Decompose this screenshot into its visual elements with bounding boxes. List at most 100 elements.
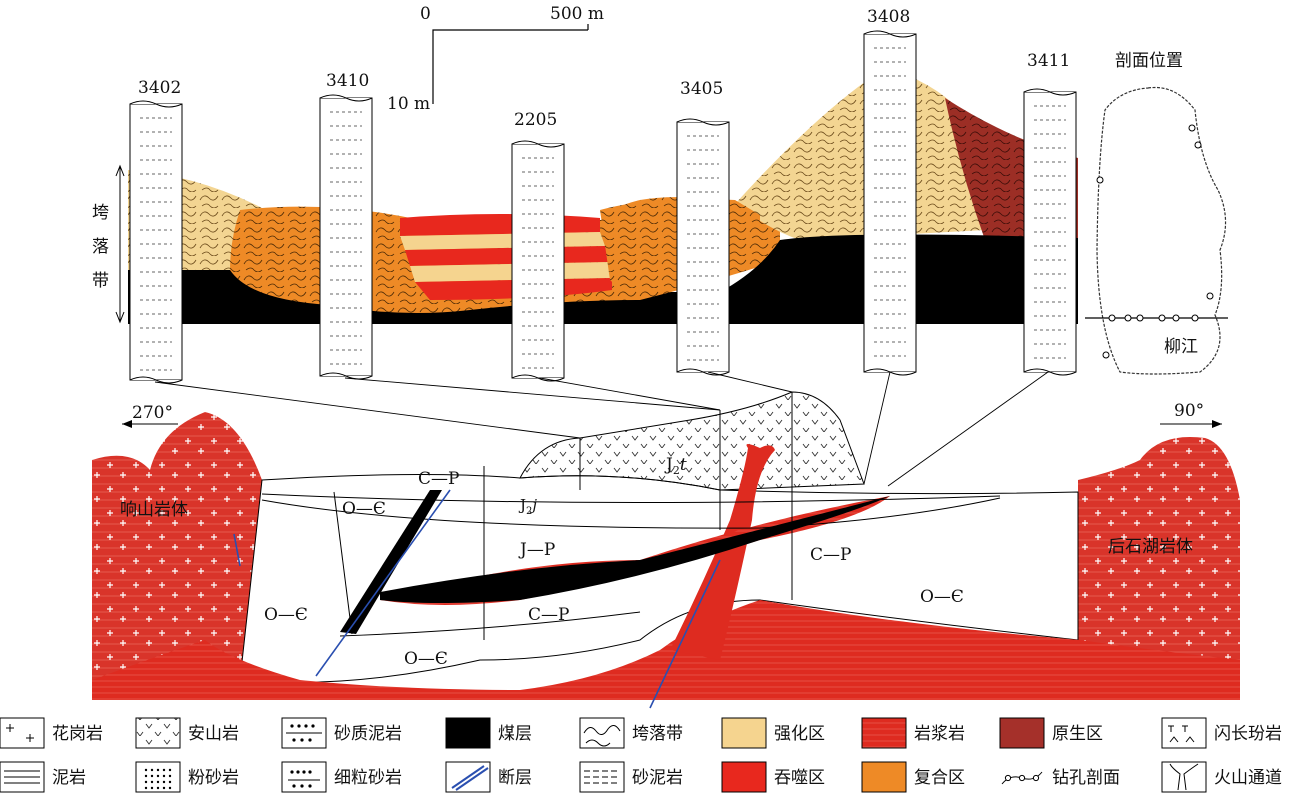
- legend-label: 复合区: [914, 768, 965, 788]
- borehole-label: 3411: [1027, 51, 1070, 71]
- legend-label: 闪长玢岩: [1214, 724, 1282, 744]
- stratum-c-p-3: C—P: [810, 545, 851, 565]
- legend-item-drill-section: 钻孔剖面: [1001, 768, 1120, 788]
- legend-swatch-mudstone: [0, 761, 45, 793]
- fault-central: [649, 559, 721, 709]
- legend-swatch-drill-section: [1001, 771, 1043, 785]
- borehole-3408: 3408: [863, 7, 917, 376]
- borehole-top-break: [863, 30, 917, 38]
- legend-label: 细粒砂岩: [334, 768, 402, 788]
- borehole-bottom-break: [1023, 368, 1077, 376]
- legend: 花岗岩安山岩砂质泥岩煤层垮落带强化区岩浆岩原生区闪长玢岩泥岩粉砂岩细粒砂岩断层砂…: [0, 717, 1282, 793]
- legend-item-composite: 复合区: [861, 761, 965, 793]
- legend-item-diorite: 闪长玢岩: [1161, 717, 1282, 749]
- connector-3411: [887, 371, 1049, 487]
- coal-seam-steep: [340, 490, 442, 634]
- legend-item-fine-sandstone: 细粒砂岩: [281, 761, 402, 793]
- legend-swatch-strengthened: [721, 717, 767, 749]
- legend-swatch-composite: [861, 761, 907, 793]
- legend-swatch-caving: [579, 717, 625, 749]
- legend-swatch-diorite: [1161, 717, 1207, 749]
- borehole-top-break: [319, 94, 373, 102]
- legend-swatch-fault: [445, 761, 491, 793]
- borehole-bottom-break: [129, 376, 183, 384]
- zone-char-1: 垮: [92, 203, 109, 223]
- borehole-bottom-break: [319, 372, 373, 380]
- upper-section-zones: [128, 68, 1078, 314]
- stratum-j2t: J2t: [664, 455, 687, 477]
- borehole-column: [319, 97, 373, 377]
- legend-label: 钻孔剖面: [1052, 768, 1120, 788]
- borehole-top-break: [511, 140, 565, 148]
- stratum-o-cambrian-3: O—Є: [404, 649, 448, 669]
- scale-horizontal: 500 m: [550, 4, 604, 24]
- zone-char-3: 带: [92, 271, 109, 291]
- faults: [233, 489, 721, 709]
- location-map-title: 剖面位置: [1115, 51, 1183, 71]
- connector-3410: [344, 377, 721, 411]
- legend-item-volcanic-channel: 火山通道: [1161, 761, 1282, 793]
- scale-zero: 0: [420, 4, 431, 24]
- borehole-label: 3405: [680, 79, 723, 99]
- borehole-top-break: [676, 118, 730, 126]
- stratum-o-cambrian-2: O—Є: [342, 499, 386, 519]
- coal-seam-lower: [380, 496, 890, 603]
- legend-label: 砂泥岩: [632, 768, 683, 788]
- scale-vertical: 10 m: [387, 94, 430, 114]
- legend-item-siltstone: 粉砂岩: [135, 761, 239, 793]
- borehole-top-break: [129, 100, 183, 108]
- legend-label: 煤层: [498, 724, 532, 744]
- caving-zone-bracket: 垮 落 带: [92, 164, 125, 324]
- magma-floor: [92, 600, 1240, 700]
- legend-swatch-volcanic-channel: [1161, 761, 1207, 793]
- location-drill-points: [1096, 124, 1214, 359]
- river-label: 柳江: [1164, 337, 1198, 357]
- legend-label: 火山通道: [1214, 768, 1282, 788]
- legend-swatch-fine-sandstone: [281, 761, 327, 793]
- connector-3402: [154, 381, 581, 439]
- location-map: 剖面位置 柳江: [1085, 51, 1228, 375]
- legend-item-magma: 岩浆岩: [861, 717, 965, 749]
- bracket-arrows: [115, 164, 125, 324]
- connector-3405: [707, 371, 793, 393]
- legend-item-strengthened: 强化区: [721, 717, 825, 749]
- borehole-3410: 3410: [319, 71, 373, 380]
- stratum-c-p-1: C—P: [418, 469, 459, 489]
- legend-item-primary: 原生区: [999, 717, 1103, 749]
- stratum-j-p: J—P: [518, 540, 555, 560]
- east-arrow-head: [1212, 420, 1222, 428]
- pluton-east-label: 后石湖岩体: [1108, 537, 1193, 557]
- legend-item-caving: 垮落带: [579, 717, 683, 749]
- legend-swatch-coal: [445, 717, 491, 749]
- stratum-o-cambrian-1: O—Є: [264, 605, 308, 625]
- legend-label: 断层: [498, 768, 532, 788]
- legend-item-sandy-mudstone: 砂质泥岩: [281, 717, 402, 749]
- legend-label: 砂质泥岩: [334, 724, 402, 744]
- legend-swatch-engulfed: [721, 761, 767, 793]
- borehole-3405: 3405: [676, 79, 730, 376]
- legend-label: 粉砂岩: [188, 768, 239, 788]
- legend-swatch-sandy-mudstone: [281, 717, 327, 749]
- scale-bar-lines: [432, 29, 588, 104]
- borehole-3411: 3411: [1023, 51, 1077, 376]
- borehole-label: 2205: [514, 110, 557, 130]
- andesite-cap: [519, 391, 865, 491]
- borehole-label: 3410: [326, 71, 369, 91]
- scale-bar: 0 500 m 10 m: [387, 4, 604, 114]
- direction-east: 90°: [1174, 401, 1204, 421]
- pluton-east: [1078, 436, 1240, 700]
- legend-swatch-granite: [0, 717, 45, 749]
- connector-2205: [539, 377, 721, 411]
- legend-item-andesite: 安山岩: [135, 717, 239, 749]
- stratum-j2j: J2j: [518, 496, 537, 517]
- borehole-column: [863, 33, 917, 373]
- legend-label: 原生区: [1052, 724, 1103, 744]
- legend-item-fault: 断层: [445, 761, 532, 793]
- borehole-label: 3408: [867, 7, 910, 27]
- legend-item-mudstone: 泥岩: [0, 761, 86, 793]
- west-arrow-head: [122, 420, 132, 428]
- legend-label: 垮落带: [632, 724, 683, 744]
